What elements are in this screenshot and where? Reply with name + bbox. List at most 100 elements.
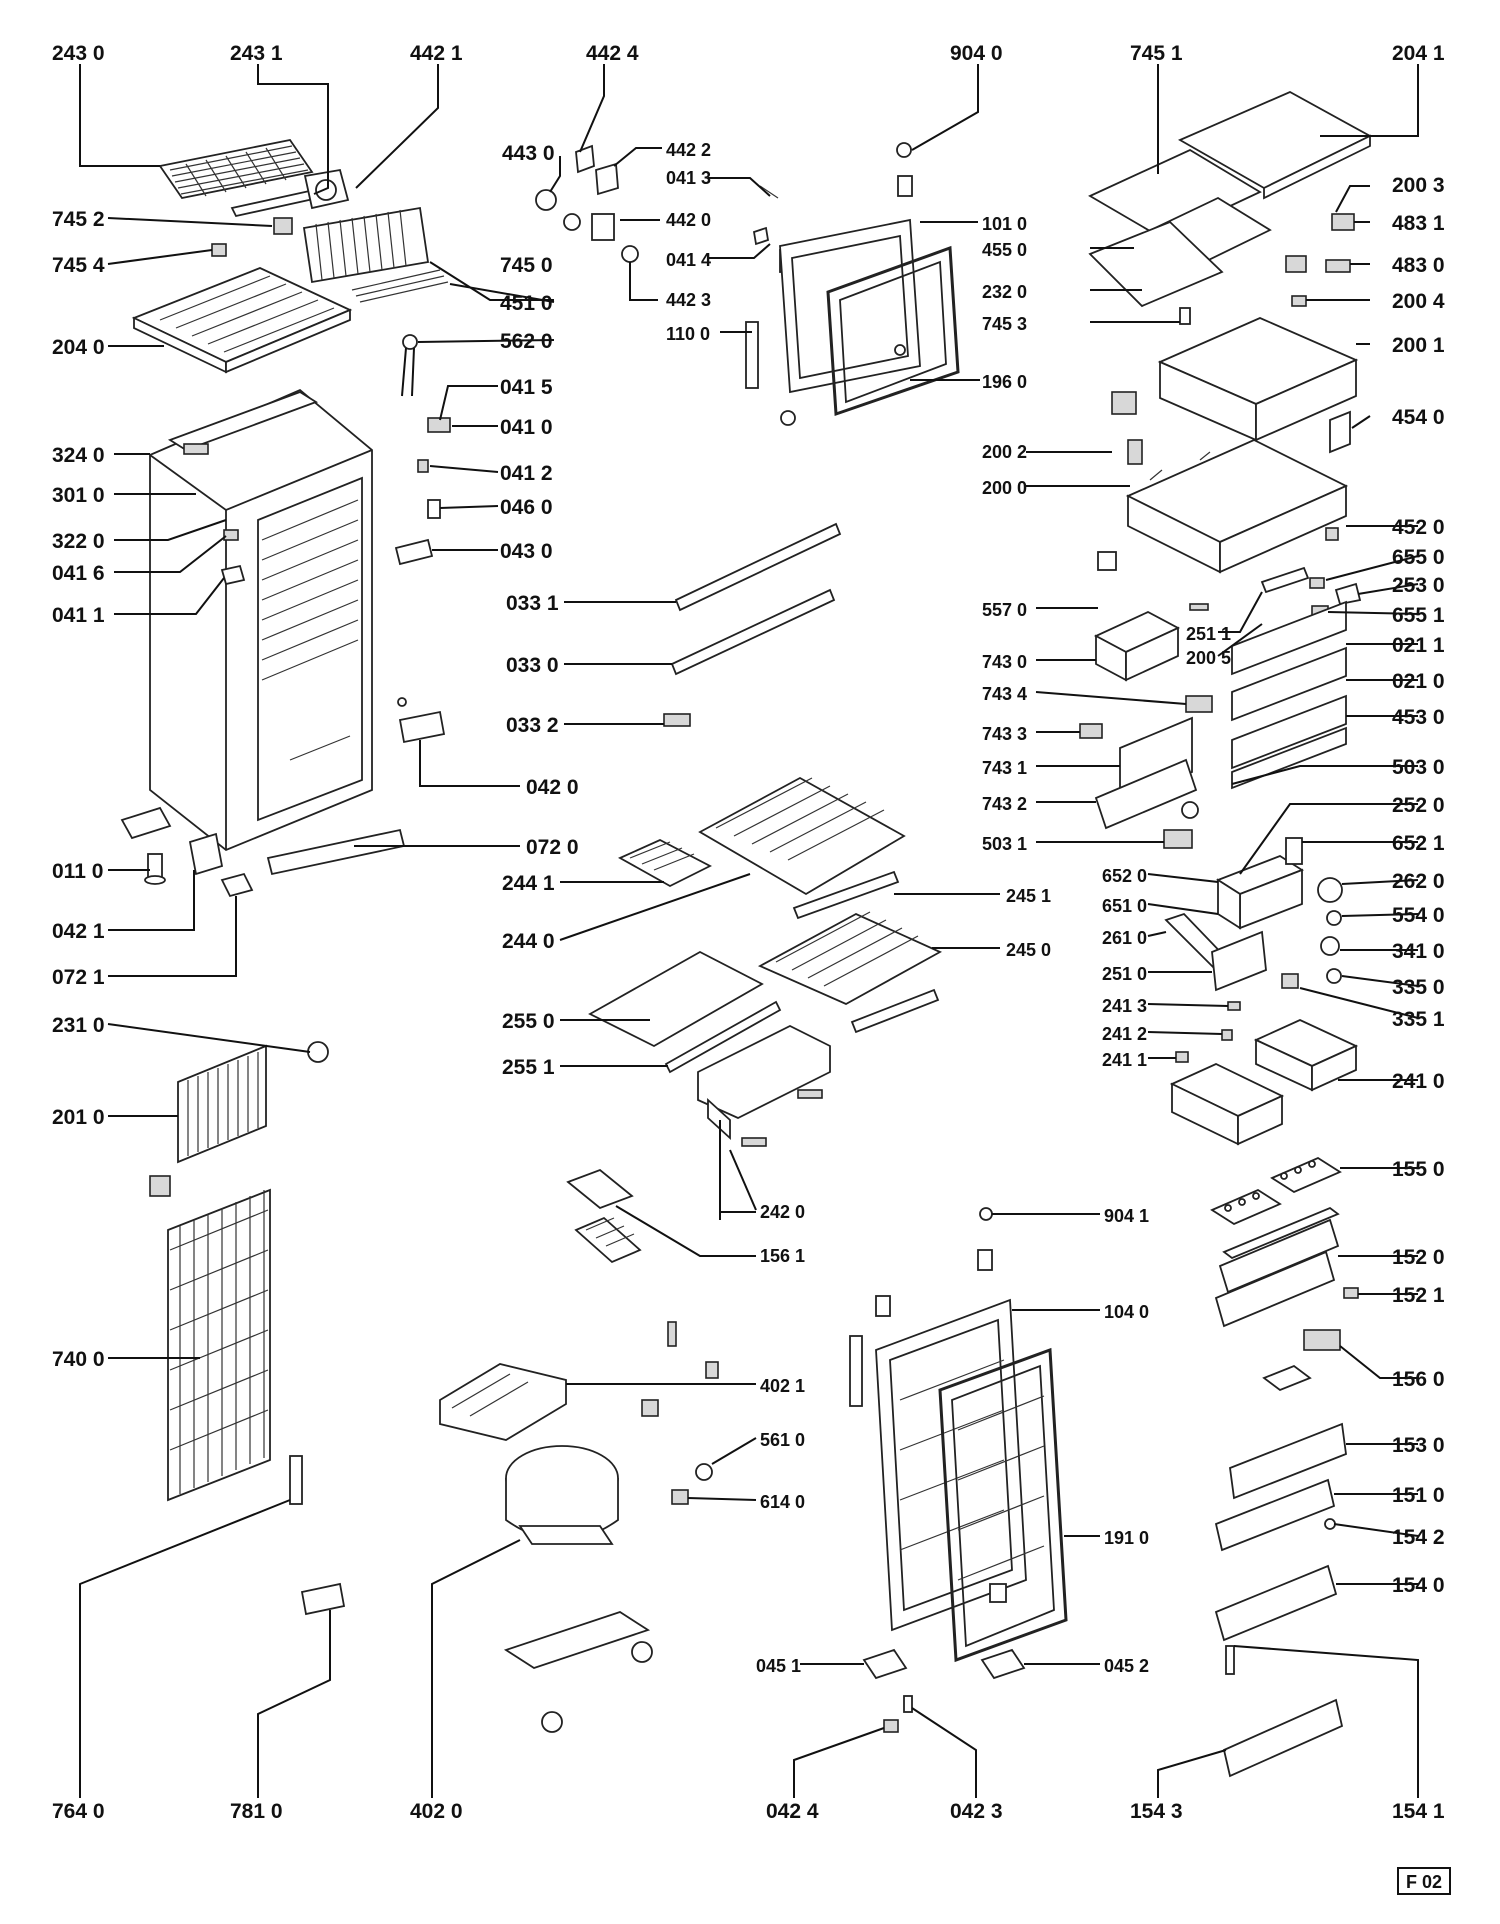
- label-0451: 045 1: [756, 1656, 801, 1676]
- part-glass-rail-2551: [664, 1000, 782, 1074]
- label-4830: 483 0: [1392, 254, 1445, 277]
- label-2430: 243 0: [52, 42, 105, 65]
- part-shelf-rail-0330: [670, 588, 836, 676]
- label-4421: 442 1: [410, 42, 463, 65]
- part-block-2004: [1291, 295, 1307, 307]
- label-3010: 301 0: [52, 484, 105, 507]
- part-rear-grille: [177, 1044, 267, 1164]
- part-channel-2005: [1260, 566, 1310, 594]
- label-7431: 743 1: [982, 758, 1027, 778]
- part-strip-0210: [1231, 646, 1347, 722]
- label-2530: 253 0: [1392, 574, 1445, 597]
- label-2510: 251 0: [1102, 964, 1147, 984]
- label-2005: 200 5: [1186, 648, 1231, 668]
- part-clip-small-c: [667, 1321, 677, 1347]
- part-door-bin-1520: [1218, 1206, 1340, 1294]
- part-clip-2530: [1334, 582, 1362, 606]
- part-door-bin-1543: [1222, 1698, 1344, 1778]
- label-0452: 045 2: [1104, 1656, 1149, 1676]
- label-2451: 245 1: [1006, 886, 1051, 906]
- label-6551: 655 1: [1392, 604, 1445, 627]
- label-7400: 740 0: [52, 1348, 105, 1371]
- part-switch-5570: [1097, 551, 1117, 571]
- part-bracket-0416: [223, 529, 239, 541]
- part-screw-2412: [1221, 1029, 1233, 1041]
- label-2551: 255 1: [502, 1056, 555, 1079]
- label-2002: 200 2: [982, 442, 1027, 462]
- part-hinge-bar-fridge: [849, 1335, 863, 1407]
- part-fridge-door-1040: [875, 1298, 1027, 1632]
- label-4020: 402 0: [410, 1800, 463, 1823]
- part-fridge-gasket-1910: [938, 1347, 1068, 1663]
- part-block-4831: [1331, 213, 1355, 231]
- label-4021: 402 1: [760, 1376, 805, 1396]
- label-2620: 262 0: [1392, 870, 1445, 893]
- part-clip-7434: [1185, 695, 1213, 713]
- label-0420: 042 0: [526, 776, 579, 799]
- part-bushing-0460: [427, 499, 441, 519]
- label-4831: 483 1: [1392, 212, 1445, 235]
- part-clip-7452: [273, 217, 293, 235]
- part-knob-3351: [1281, 973, 1299, 989]
- part-shelf-rail-2450b: [850, 988, 940, 1034]
- label-1040: 104 0: [1104, 1302, 1149, 1322]
- label-4420: 442 0: [666, 210, 711, 230]
- sheet-code-box: F 02: [1397, 1867, 1451, 1895]
- label-5031: 503 1: [982, 834, 1027, 854]
- part-labels: 243 0 243 1 442 1 442 4 904 0 745 1 204 …: [52, 42, 1445, 1823]
- label-2420: 242 0: [760, 1202, 805, 1222]
- label-2610: 261 0: [1102, 928, 1147, 948]
- label-0430: 043 0: [500, 540, 553, 563]
- label-7434: 743 4: [982, 684, 1027, 704]
- label-6140: 614 0: [760, 1492, 805, 1512]
- label-3410: 341 0: [1392, 940, 1445, 963]
- part-door-bin-1540: [1214, 1564, 1338, 1642]
- part-sensor: [401, 334, 418, 397]
- label-0415: 041 5: [500, 376, 553, 399]
- part-freezer-door: [779, 218, 921, 394]
- label-6520: 652 0: [1102, 866, 1147, 886]
- label-1910: 191 0: [1104, 1528, 1149, 1548]
- part-compressor: [505, 1445, 619, 1545]
- label-4423: 442 3: [666, 290, 711, 310]
- label-6510: 651 0: [1102, 896, 1147, 916]
- label-4422: 442 2: [666, 140, 711, 160]
- label-2410: 241 0: [1392, 1070, 1445, 1093]
- leader-lines: [79, 64, 1419, 1798]
- part-cover-7451: [1088, 148, 1262, 240]
- label-2040: 204 0: [52, 336, 105, 359]
- label-1543: 154 3: [1130, 1800, 1183, 1823]
- part-rod-1541: [1225, 1645, 1235, 1675]
- label-2441: 244 1: [502, 872, 555, 895]
- label-4510: 451 0: [500, 292, 553, 315]
- label-3350: 335 0: [1392, 976, 1445, 999]
- label-4424: 442 4: [586, 42, 639, 65]
- part-plate-0721: [220, 872, 254, 898]
- label-7430: 743 0: [982, 652, 1027, 672]
- part-clip-2002b: [1127, 439, 1143, 465]
- part-wire-shelf-2440: [698, 776, 906, 896]
- label-2320: 232 0: [982, 282, 1027, 302]
- label-0210: 021 0: [1392, 670, 1445, 693]
- label-5030: 503 0: [1392, 756, 1445, 779]
- part-freezer-housing-2001: [1157, 317, 1359, 442]
- part-clip-7433: [1079, 723, 1103, 739]
- label-2550: 255 0: [502, 1010, 555, 1033]
- label-2511: 251 1: [1186, 624, 1231, 644]
- label-7453: 745 3: [982, 314, 1027, 334]
- part-knob-3410: [1320, 936, 1340, 956]
- label-2000: 200 0: [982, 478, 1027, 498]
- part-clip-1542: [1324, 1518, 1336, 1530]
- label-1520: 152 0: [1392, 1246, 1445, 1269]
- part-screw-2413: [1227, 1001, 1241, 1011]
- part-bracket-0415: [427, 417, 451, 433]
- part-bolt-7453: [1179, 307, 1191, 325]
- label-7640: 764 0: [52, 1800, 105, 1823]
- label-0411: 041 1: [52, 604, 105, 627]
- part-freezer-shelf: [131, 267, 353, 374]
- part-screw-2411: [1175, 1051, 1189, 1063]
- part-drain-tubes: [351, 269, 449, 303]
- part-drip-tray-2320: [1088, 220, 1224, 308]
- label-6521: 652 1: [1392, 832, 1445, 855]
